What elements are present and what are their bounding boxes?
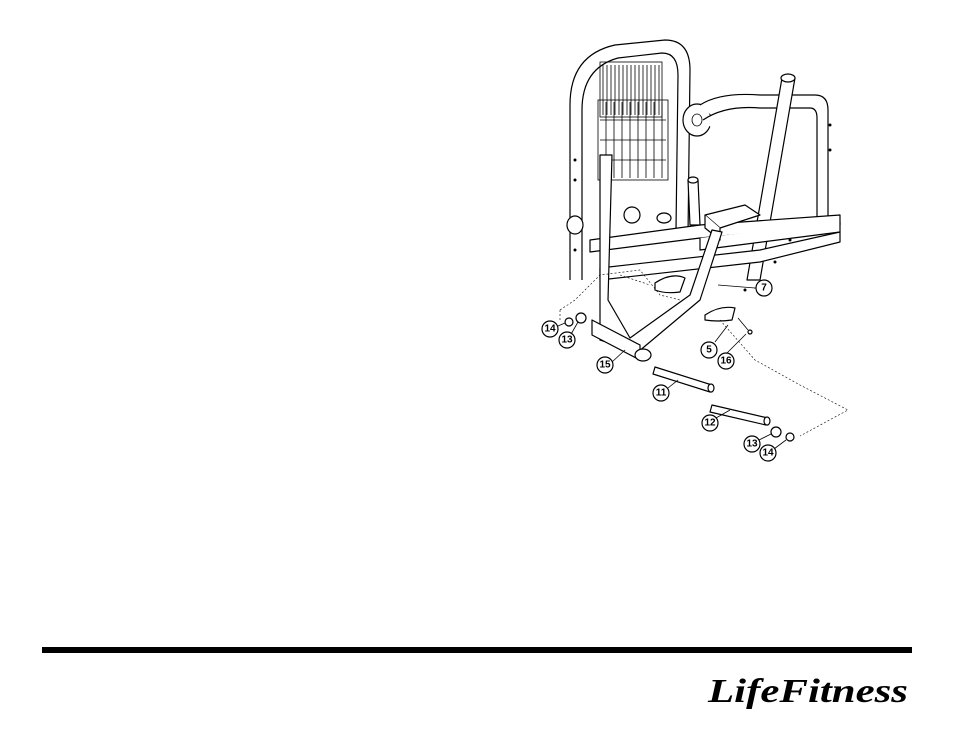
callout-7: 7	[754, 280, 772, 296]
svg-text:5: 5	[706, 345, 712, 356]
footer-rule	[42, 647, 912, 653]
svg-text:13: 13	[561, 335, 573, 346]
machine-illustration	[560, 40, 848, 441]
svg-text:14: 14	[762, 448, 774, 459]
callout-15: 15	[597, 350, 625, 373]
callout-11: 11	[653, 380, 678, 401]
svg-text:14: 14	[544, 324, 556, 335]
svg-text:12: 12	[704, 418, 716, 429]
svg-text:13: 13	[746, 439, 758, 450]
svg-text:11: 11	[656, 388, 667, 399]
svg-text:15: 15	[599, 360, 611, 371]
svg-text:16: 16	[720, 356, 732, 367]
callout-16: 16	[718, 334, 746, 369]
svg-text:7: 7	[761, 283, 767, 294]
life-fitness-logo: LifeFitness	[707, 673, 908, 710]
callout-14-right: 14	[760, 440, 786, 461]
svg-text:LifeFitness: LifeFitness	[707, 673, 908, 710]
